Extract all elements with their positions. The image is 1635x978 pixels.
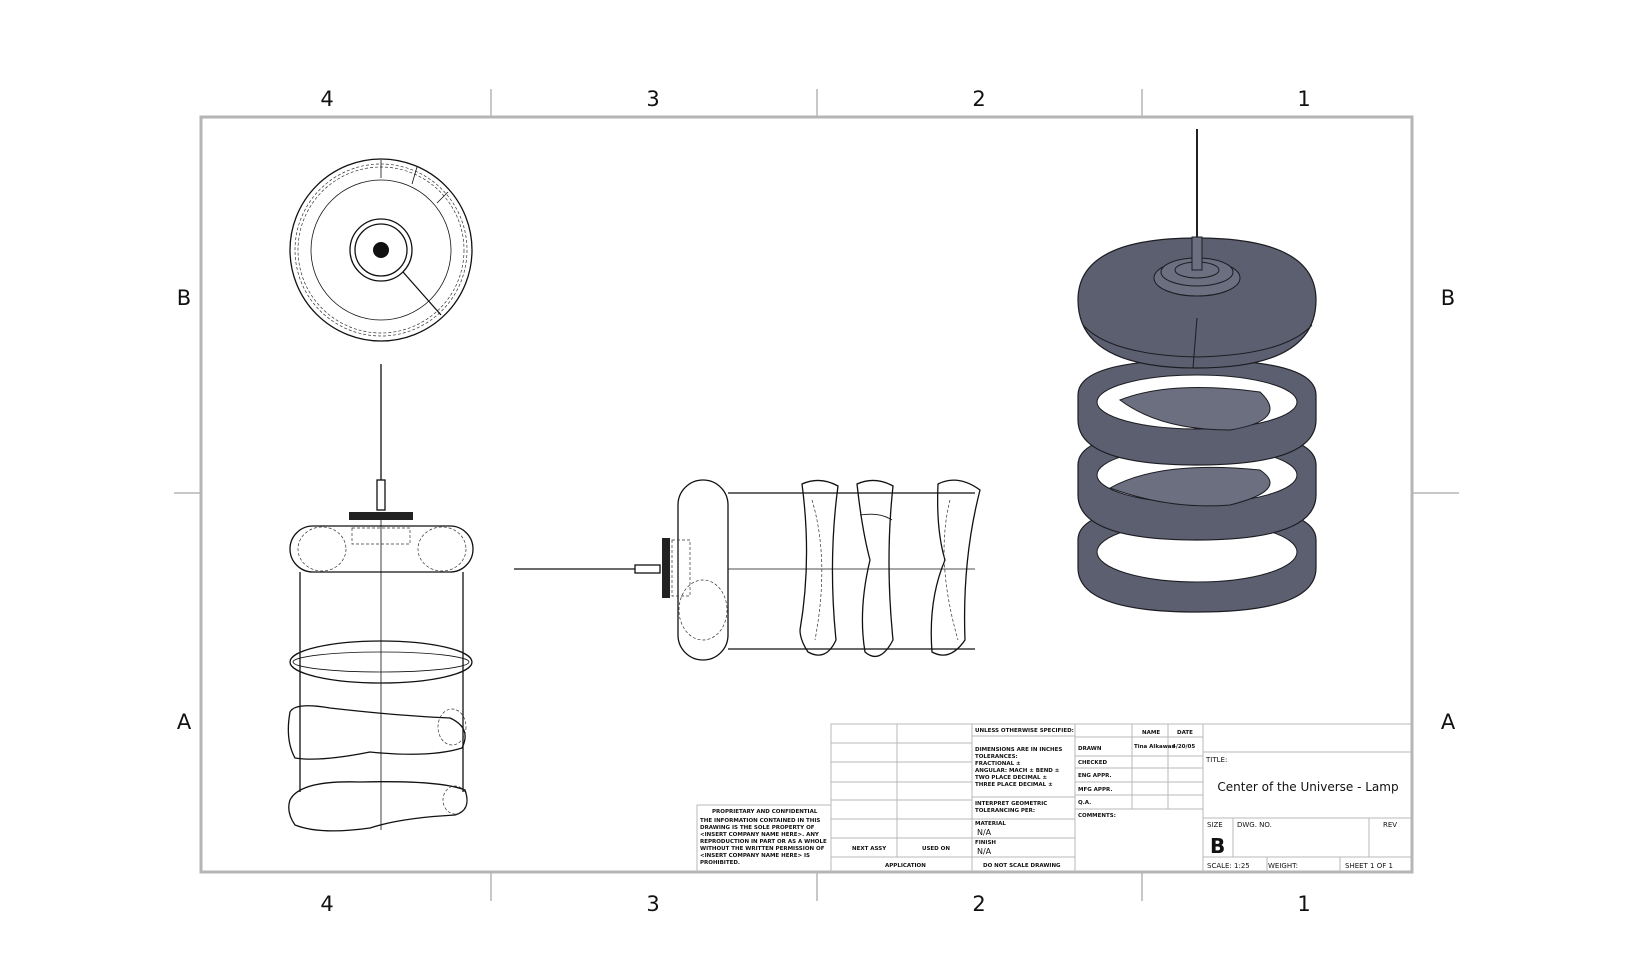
dwg-no-label: DWG. NO. bbox=[1237, 821, 1272, 829]
proprietary-line: PROHIBITED. bbox=[700, 860, 740, 866]
tolerance-line: FRACTIONAL ± bbox=[975, 761, 1021, 767]
role-mfg-appr: MFG APPR. bbox=[1078, 787, 1112, 793]
scale-label: SCALE: 1:25 bbox=[1207, 862, 1250, 870]
zone-bottom-3: 3 bbox=[646, 892, 659, 916]
zone-left-a: A bbox=[177, 710, 192, 734]
role-checked: CHECKED bbox=[1078, 760, 1107, 766]
tolerance-line: TOLERANCES: bbox=[975, 754, 1018, 760]
zone-right-b: B bbox=[1441, 286, 1455, 310]
application-label: APPLICATION bbox=[885, 863, 926, 869]
date-header: DATE bbox=[1177, 730, 1193, 736]
name-header: NAME bbox=[1142, 730, 1160, 736]
drawing-title: Center of the Universe - Lamp bbox=[1217, 780, 1398, 794]
finish-value: N/A bbox=[977, 847, 992, 856]
proprietary-line: <INSERT COMPANY NAME HERE>. ANY bbox=[700, 832, 820, 838]
comments-label: COMMENTS: bbox=[1078, 813, 1116, 819]
proprietary-line: DRAWING IS THE SOLE PROPERTY OF bbox=[700, 825, 815, 831]
proprietary-line: WITHOUT THE WRITTEN PERMISSION OF bbox=[700, 846, 825, 852]
zone-separators bbox=[174, 89, 1459, 901]
role-qa: Q.A. bbox=[1078, 800, 1091, 806]
role-eng-appr: ENG APPR. bbox=[1078, 773, 1112, 779]
drawn-name: Tina Alkawas bbox=[1134, 744, 1175, 750]
do-not-scale-label: DO NOT SCALE DRAWING bbox=[983, 863, 1061, 869]
next-assy-label: NEXT ASSY bbox=[852, 846, 887, 852]
zone-right-a: A bbox=[1441, 710, 1456, 734]
proprietary-line: THE INFORMATION CONTAINED IN THIS bbox=[700, 818, 820, 824]
zone-bottom-4: 4 bbox=[320, 892, 333, 916]
zone-top-3: 3 bbox=[646, 87, 659, 111]
tolerance-line: DIMENSIONS ARE IN INCHES bbox=[975, 747, 1062, 753]
unless-specified-label: UNLESS OTHERWISE SPECIFIED: bbox=[975, 728, 1074, 734]
sheet-label: SHEET 1 OF 1 bbox=[1345, 862, 1393, 870]
weight-label: WEIGHT: bbox=[1268, 862, 1298, 870]
side-view bbox=[514, 479, 981, 661]
zone-top-4: 4 bbox=[320, 87, 333, 111]
title-label: TITLE: bbox=[1205, 756, 1227, 764]
proprietary-line: REPRODUCTION IN PART OR AS A WHOLE bbox=[700, 839, 827, 845]
finish-label: FINISH bbox=[975, 840, 996, 846]
zone-left-b: B bbox=[177, 286, 191, 310]
drawn-date: 4/20/05 bbox=[1172, 744, 1195, 750]
tolerance-line: ANGULAR: MACH ± BEND ± bbox=[975, 768, 1060, 774]
zone-bottom-2: 2 bbox=[972, 892, 985, 916]
title-block: PROPRIETARY AND CONFIDENTIAL THE INFORMA… bbox=[696, 723, 1413, 873]
material-value: N/A bbox=[977, 828, 992, 837]
proprietary-line: <INSERT COMPANY NAME HERE> IS bbox=[700, 853, 810, 859]
tolerance-line: TWO PLACE DECIMAL ± bbox=[975, 775, 1047, 781]
interpret-line: TOLERANCING PER: bbox=[975, 808, 1035, 814]
rev-label: REV bbox=[1383, 821, 1397, 829]
zone-bottom-1: 1 bbox=[1297, 892, 1310, 916]
used-on-label: USED ON bbox=[922, 846, 950, 852]
size-value: B bbox=[1210, 834, 1225, 858]
tolerance-line: THREE PLACE DECIMAL ± bbox=[975, 782, 1053, 788]
material-label: MATERIAL bbox=[975, 821, 1006, 827]
role-drawn: DRAWN bbox=[1078, 746, 1102, 752]
zone-top-2: 2 bbox=[972, 87, 985, 111]
zone-top-1: 1 bbox=[1297, 87, 1310, 111]
front-view bbox=[287, 364, 474, 832]
size-label: SIZE bbox=[1207, 821, 1223, 829]
top-view bbox=[289, 158, 473, 342]
isometric-view bbox=[1077, 129, 1317, 613]
proprietary-heading: PROPRIETARY AND CONFIDENTIAL bbox=[712, 809, 818, 815]
interpret-line: INTERPRET GEOMETRIC bbox=[975, 801, 1047, 807]
